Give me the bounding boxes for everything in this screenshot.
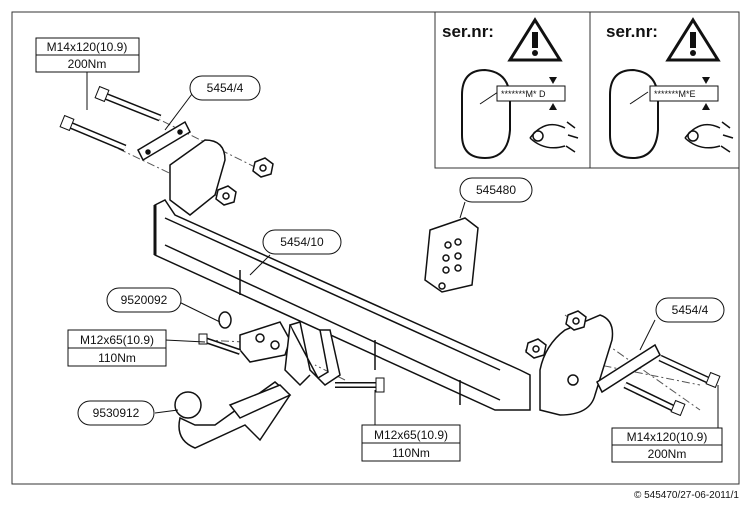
bolt-torque: 110Nm (392, 446, 430, 460)
bracket-center (284, 321, 341, 387)
mounting-bracket-right (539, 314, 614, 416)
bolt-spec: M12x65(10.9) (80, 333, 154, 347)
copyright-text: © 545470/27-06-2011/1 (634, 490, 739, 501)
diagram-frame (11, 11, 740, 485)
bolt-m14-right-upper (658, 354, 721, 389)
bolt-m14-upper-left (94, 85, 162, 122)
arrow-up-icon (702, 103, 710, 110)
arrow-down-icon (549, 77, 557, 84)
warning-triangle-icon (665, 17, 721, 62)
ball-mount-flange (239, 321, 291, 363)
arrow-down-icon (702, 77, 710, 84)
bolt-spec: M14x120(10.9) (47, 40, 128, 54)
callout-clamp: 9520092 (106, 287, 182, 313)
bolt-m14-right-lower (623, 381, 686, 417)
callout-crossbar: 5454/10 (262, 229, 342, 255)
part-number: 5454/10 (280, 235, 324, 249)
callout-bolt-mid-bottom: M12x65(10.9) 110Nm (361, 424, 461, 462)
leader-lines (86, 72, 719, 428)
eye-icon (684, 121, 734, 153)
crossbar (153, 199, 531, 411)
mounting-plate-right (596, 343, 661, 394)
callout-plate-right: 5454/4 (655, 297, 725, 323)
bolt-torque: 200Nm (648, 447, 687, 461)
clamp-washer (218, 311, 232, 329)
bolt-torque: 200Nm (68, 57, 107, 71)
nut-right-upper (565, 310, 587, 331)
callout-towball: 9530912 (77, 400, 155, 426)
callout-bolt-right: M14x120(10.9) 200Nm (611, 427, 723, 463)
part-number: 545480 (476, 183, 516, 197)
serial-label-1 (496, 85, 566, 102)
serial-code-1: *******M* D (501, 89, 546, 99)
arrow-up-icon (549, 103, 557, 110)
warning-triangle-icon (507, 17, 563, 62)
callout-bolt-top-left: M14x120(10.9) 200Nm (35, 37, 140, 73)
callout-plate-top-left: 5454/4 (189, 75, 261, 101)
part-number: 5454/4 (207, 81, 244, 95)
part-number: 9530912 (93, 406, 140, 420)
bolt-torque: 110Nm (98, 351, 136, 365)
part-number: 9520092 (121, 293, 168, 307)
eye-icon (529, 121, 579, 153)
electrical-socket-plate (424, 217, 479, 293)
nut-top (252, 157, 274, 178)
nut-right-lower (525, 338, 547, 359)
serial-number-title-2: ser.nr: (606, 22, 658, 41)
serial-code-2: *******M*E (654, 89, 696, 99)
bolt-m12-left (198, 333, 241, 355)
warning-panel-1: ser.nr: *******M* D (434, 11, 591, 169)
bolt-spec: M14x120(10.9) (627, 430, 708, 444)
tow-bar-end-outline (461, 68, 511, 160)
bolt-m12-center (335, 377, 385, 393)
tow-bar-end-outline (609, 68, 659, 160)
warning-panel-2: ser.nr: *******M*E (589, 11, 740, 169)
serial-number-title-1: ser.nr: (442, 22, 494, 41)
callout-electrical-kit: 545480 (459, 177, 533, 203)
part-number: 5454/4 (672, 303, 709, 317)
towball-assembly (174, 381, 292, 449)
bolt-m14-lower-left (59, 114, 127, 152)
serial-label-2 (649, 85, 719, 102)
callout-bolt-mid-left: M12x65(10.9) 110Nm (67, 329, 167, 367)
bolt-spec: M12x65(10.9) (374, 428, 448, 442)
mounting-plate-left (137, 120, 226, 216)
nut-left (215, 185, 237, 206)
